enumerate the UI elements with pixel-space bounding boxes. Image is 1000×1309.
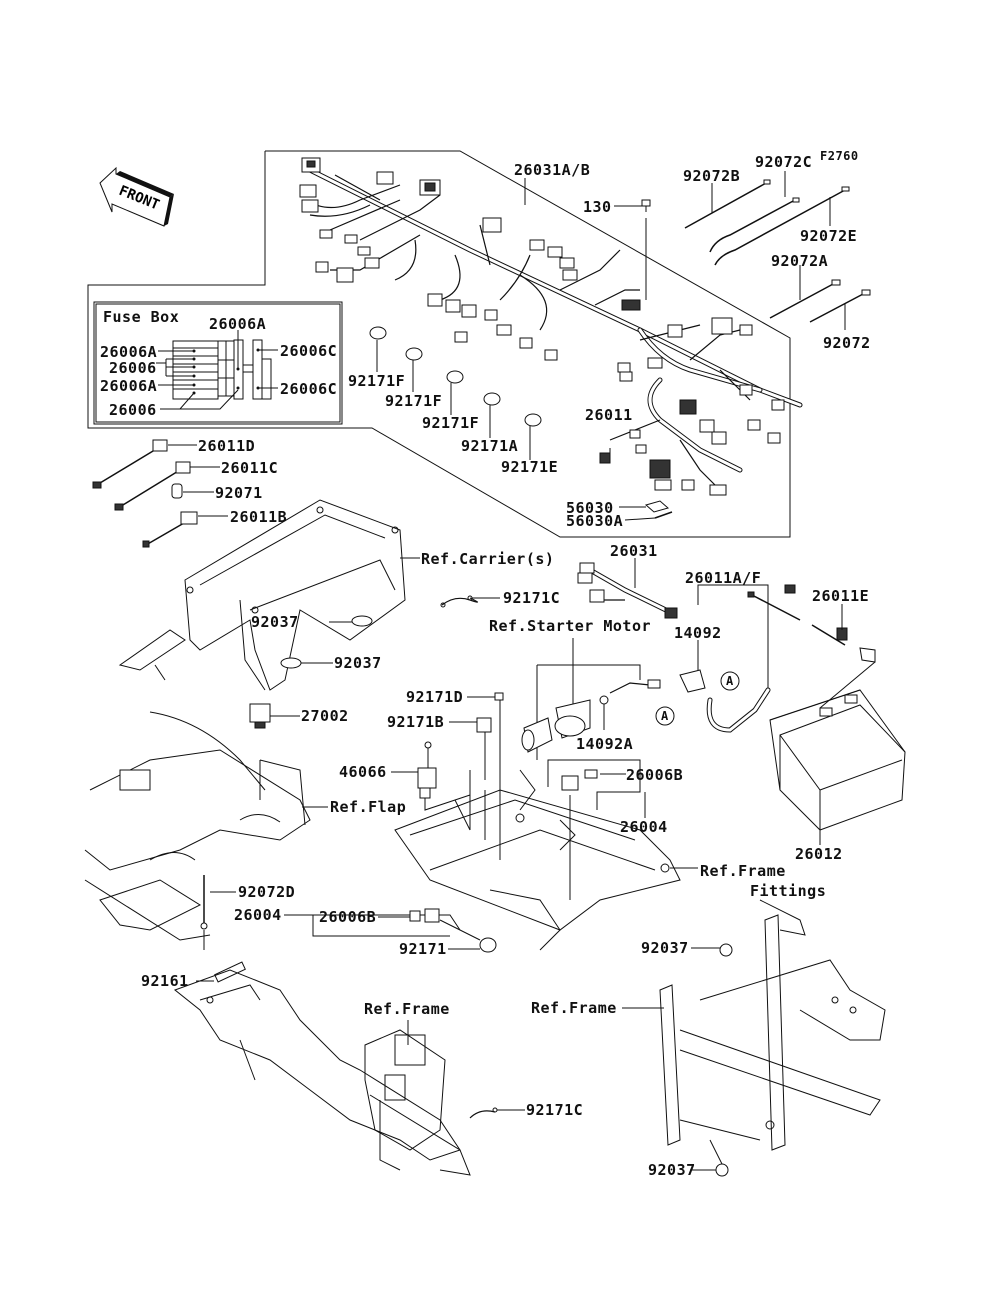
front-arrow-icon: FRONT [99, 166, 174, 227]
label-92171c-lower: 92171C [526, 1101, 584, 1119]
label-ref-frame-left: Ref.Frame [364, 1000, 450, 1018]
label-26011d: 26011D [198, 437, 256, 455]
label-92072a: 92072A [771, 252, 829, 270]
switch-46066 [417, 741, 437, 799]
fuse-label-26006-2: 26006 [109, 401, 157, 419]
label-92037-d: 92037 [648, 1161, 696, 1179]
label-ref-frame-fittings-line1: Ref.Frame [700, 862, 786, 880]
harness-callout-frame [87, 150, 791, 538]
label-ref-flap: Ref.Flap [330, 798, 407, 816]
label-92072: 92072 [823, 334, 871, 352]
fuse-box-title: Fuse Box [103, 308, 180, 326]
label-56030: 56030 [566, 499, 614, 517]
battery-tray [394, 695, 681, 951]
label-26011c: 26011C [221, 459, 279, 477]
label-92072c: 92072C [755, 153, 813, 171]
label-26031: 26031 [610, 542, 658, 560]
battery [769, 689, 906, 831]
fuse-label-26006c-1: 26006C [280, 342, 338, 360]
label-92171: 92171 [399, 940, 447, 958]
sub-harness [577, 562, 678, 619]
label-92171d: 92171D [406, 688, 464, 706]
label-46066: 46066 [339, 763, 387, 781]
label-92171a: 92171A [461, 437, 519, 455]
carrier-frame [118, 499, 406, 691]
fuse-label-26006c-2: 26006C [280, 380, 338, 398]
fuse-label-26006a-1: 26006A [100, 343, 158, 361]
label-26006b-lower: 26006B [319, 908, 377, 926]
label-92072e: 92072E [800, 227, 858, 245]
lower-frame-left [364, 1029, 471, 1176]
label-ref-frame-fittings-line2: Fittings [750, 882, 827, 900]
label-26004-upper: 26004 [620, 818, 668, 836]
label-26012: 26012 [795, 845, 843, 863]
fuse-label-26006-1: 26006 [109, 359, 157, 377]
main-wiring-harness [304, 167, 803, 491]
figure-code: F2760 [820, 149, 859, 163]
battery-lead-e [747, 584, 876, 663]
label-56030a: 56030A [566, 512, 624, 530]
label-14092a: 14092A [576, 735, 634, 753]
label-92037-b: 92037 [334, 654, 382, 672]
connection-marker-a [655, 671, 740, 726]
label-26011: 26011 [585, 406, 633, 424]
label-92171f-3: 92171F [422, 414, 480, 432]
label-26004-lower: 26004 [234, 906, 282, 924]
label-26006b-upper: 26006B [626, 766, 684, 784]
label-26011af: 26011A/F [685, 569, 762, 587]
label-92161: 92161 [141, 972, 189, 990]
label-ref-starter-motor: Ref.Starter Motor [489, 617, 652, 635]
relay-27002 [249, 703, 271, 729]
bolt-icon [641, 199, 651, 212]
label-92171f-2: 92171F [385, 392, 443, 410]
connection-marker-a-1: A [726, 674, 734, 688]
starter-relay [554, 679, 661, 739]
harness-connectors [299, 157, 785, 496]
label-92171c-upper: 92171C [503, 589, 561, 607]
fuse-box-drawing [172, 339, 272, 400]
clamp-icons [369, 326, 542, 427]
fuse-label-26006a-top: 26006A [209, 315, 267, 333]
cable-ties [684, 179, 871, 323]
label-130: 130 [583, 198, 612, 216]
connection-marker-a-2: A [661, 709, 669, 723]
fuse-box-frame [93, 301, 343, 425]
label-92171e: 92171E [501, 458, 559, 476]
label-ref-carrier: Ref.Carrier(s) [421, 550, 555, 568]
label-92072b: 92072B [683, 167, 741, 185]
label-26011e: 26011E [812, 587, 870, 605]
label-92071: 92071 [215, 484, 263, 502]
label-92171b: 92171B [387, 713, 445, 731]
label-26031ab: 26031A/B [514, 161, 591, 179]
label-26011b: 26011B [230, 508, 288, 526]
lower-left-bracket [173, 961, 461, 1161]
label-ref-frame-right: Ref.Frame [531, 999, 617, 1017]
label-92171f-1: 92171F [348, 372, 406, 390]
label-92072d: 92072D [238, 883, 296, 901]
label-92037-c: 92037 [641, 939, 689, 957]
label-14092: 14092 [674, 624, 722, 642]
fuse-label-26006a-2: 26006A [100, 377, 158, 395]
label-92037-a: 92037 [251, 613, 299, 631]
lower-frame-right [659, 899, 886, 1151]
label-27002: 27002 [301, 707, 349, 725]
lead-assemblies [92, 439, 198, 548]
